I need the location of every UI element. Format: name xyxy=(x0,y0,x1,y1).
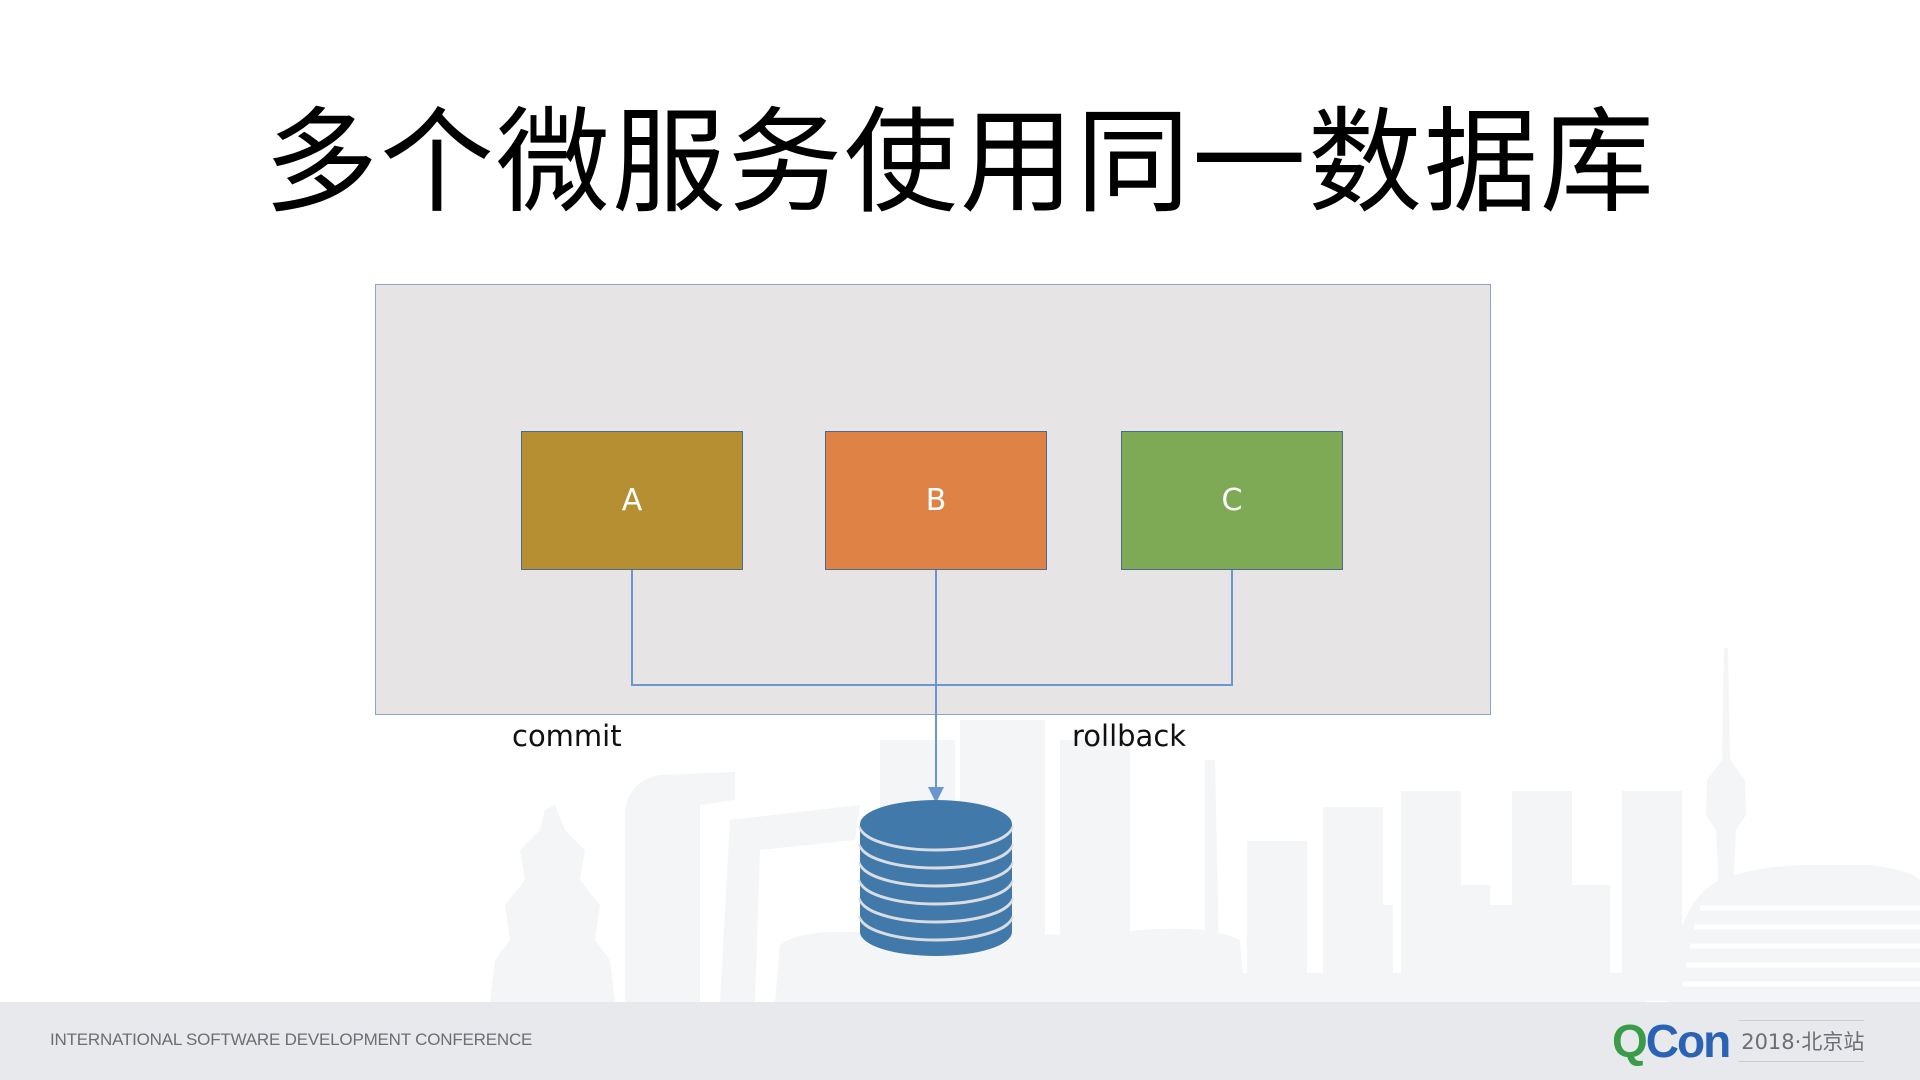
building-silhouette xyxy=(1622,791,1682,1001)
logo-con: Con xyxy=(1645,1015,1731,1067)
tv-tower-silhouette xyxy=(1706,648,1746,960)
database-icon xyxy=(858,800,1014,956)
service-label: A xyxy=(621,483,643,518)
service-box-a: A xyxy=(521,431,743,570)
slide-title: 多个微服务使用同一数据库 xyxy=(263,96,1656,229)
service-label: B xyxy=(925,483,947,518)
footer-bar: INTERNATIONAL SOFTWARE DEVELOPMENT CONFE… xyxy=(0,1002,1920,1080)
building-silhouette xyxy=(1205,760,1220,1002)
service-box-b: B xyxy=(825,431,1047,570)
conference-name: INTERNATIONAL SOFTWARE DEVELOPMENT CONFE… xyxy=(50,1030,533,1049)
logo-subtitle: 2018·北京站 xyxy=(1739,1020,1865,1062)
database-top xyxy=(860,800,1012,848)
cctv-building-silhouette xyxy=(720,805,860,1002)
service-label: C xyxy=(1221,483,1243,518)
temple-silhouette xyxy=(490,805,615,1002)
dome-stadium-silhouette xyxy=(1668,865,1920,1002)
logo-q: Q xyxy=(1612,1015,1648,1067)
rollback-label: rollback xyxy=(1072,719,1187,753)
service-box-c: C xyxy=(1121,431,1343,570)
commit-label: commit xyxy=(512,719,622,753)
qcon-logo: Q Con 2018·北京站 xyxy=(1612,1015,1865,1067)
building-silhouette xyxy=(1224,973,1646,1003)
building-silhouette xyxy=(1060,740,1130,1002)
arch-building-silhouette xyxy=(625,772,735,1002)
